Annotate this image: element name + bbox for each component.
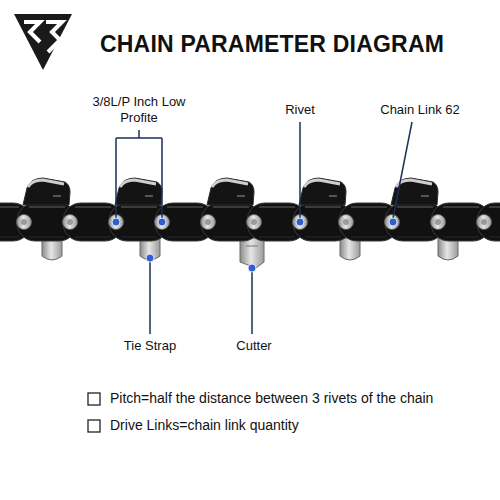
part-label: Tie Strap [105,338,195,354]
note-text: Drive Links=chain link quantity [110,417,299,434]
diagram-title: CHAIN PARAMETER DIAGRAM [100,31,444,59]
part-label: 3/8L/P Inch Low Profite [89,94,189,125]
checkbox-square [88,393,100,432]
part-label: Rivet [260,102,340,118]
leader-lines [116,122,412,334]
part-label: Chain Link 62 [365,102,475,118]
part-label: Cutter [214,338,294,354]
marker-dots [112,218,397,272]
note-text: Pitch=half the distance between 3 rivets… [110,390,433,407]
brand-logo [14,14,72,70]
